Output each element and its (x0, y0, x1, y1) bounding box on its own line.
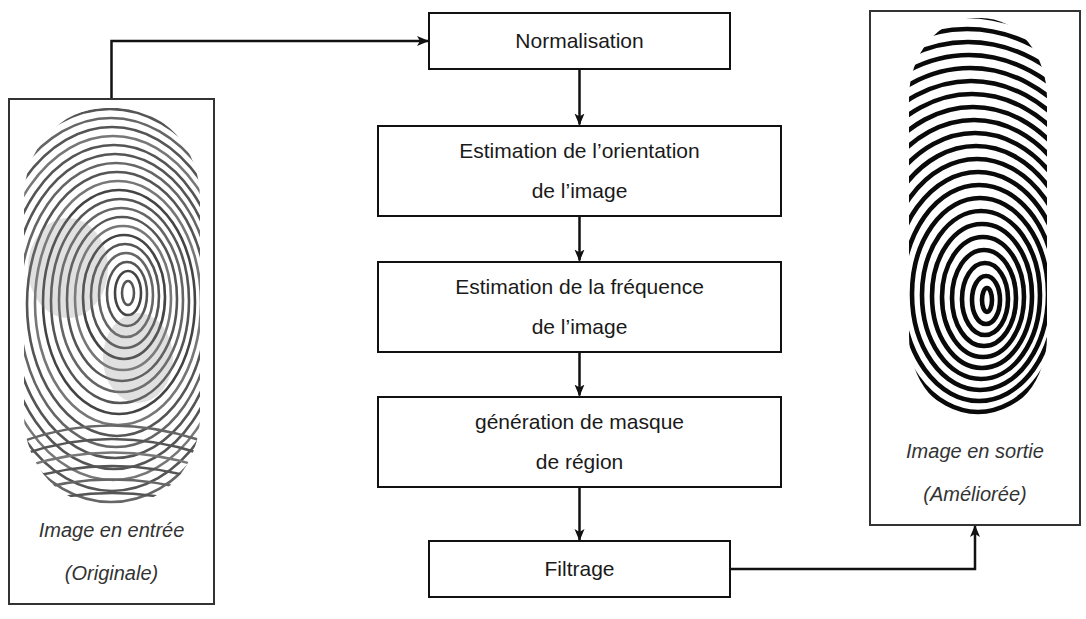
image-caption: Image en sortie (Améliorée) (891, 430, 1060, 516)
process-box: Filtrage (428, 540, 731, 598)
process-box: Normalisation (428, 12, 731, 70)
step-label: Estimation de la fréquence de l’image (449, 267, 711, 347)
step-label: Normalisation (515, 21, 643, 61)
step-label: Filtrage (544, 549, 614, 589)
output-image-box: Image en sortie (Améliorée) (869, 10, 1081, 526)
flow-arrow (112, 41, 429, 98)
process-box: Estimation de la fréquence de l’image (377, 261, 782, 353)
flow-arrow (578, 70, 581, 125)
fingerprint-enhanced (869, 10, 1081, 430)
flow-arrow (578, 353, 581, 396)
process-box: génération de masque de région (377, 396, 782, 488)
fingerprint-original (8, 98, 215, 518)
flow-arrow (578, 217, 581, 261)
step-label: Estimation de l’orientation de l’image (449, 131, 711, 211)
input-image-box: Image en entrée (Originale) (8, 98, 215, 605)
flow-arrow (578, 488, 581, 541)
flow-arrow (731, 526, 975, 569)
step-label: génération de masque de région (469, 402, 691, 482)
image-caption: Image en entrée (Originale) (27, 509, 196, 595)
process-box: Estimation de l’orientation de l’image (377, 125, 782, 217)
